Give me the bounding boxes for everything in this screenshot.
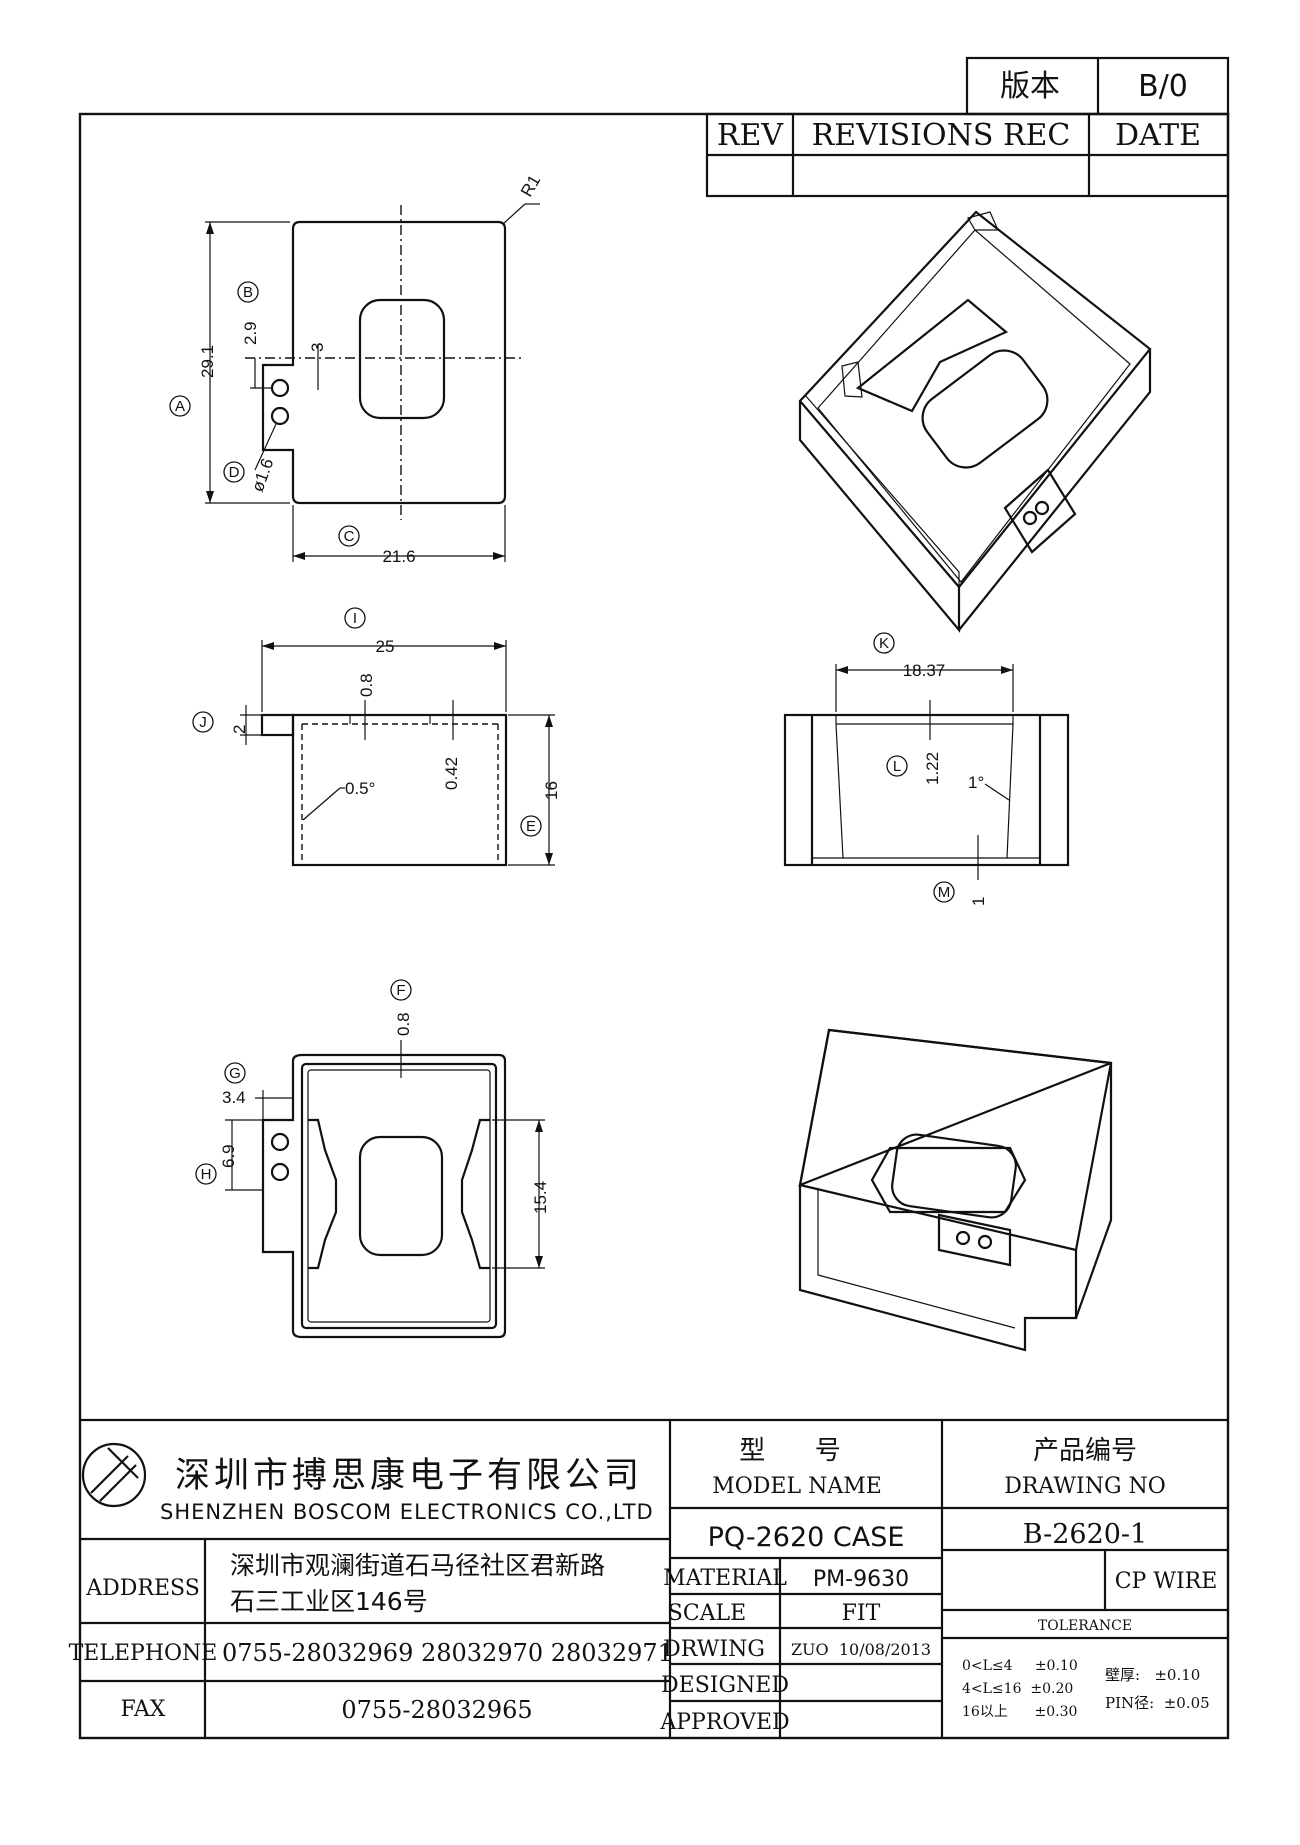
designed-label: DESIGNED	[661, 1673, 789, 1698]
bottom-view: 0.8 3.4 6.9 15.4 F G H	[195, 979, 550, 1339]
drawing-no-en: DRAWING NO	[1004, 1474, 1166, 1499]
drawing-no-cn: 产品编号	[1033, 1436, 1137, 1466]
title-block: 深圳市搏思康电子有限公司 SHENZHEN BOSCOM ELECTRONICS…	[69, 1418, 1228, 1738]
bottom-view-outline	[261, 1053, 507, 1339]
dim-bottom-wall: 0.8	[394, 1012, 413, 1036]
date-label: DATE	[1115, 118, 1201, 153]
rev-label: REV	[717, 118, 784, 153]
drawing-frame	[78, 112, 1230, 1740]
top-view-outline	[261, 220, 507, 505]
marker-k: K	[879, 635, 889, 652]
dim-front-height: 16	[542, 781, 561, 800]
version-value: B/0	[1138, 69, 1188, 104]
telephone-value: 0755-28032969 28032970 28032971	[222, 1639, 673, 1667]
marker-e: E	[526, 818, 536, 835]
version-label: 版本	[1000, 69, 1060, 104]
marker-d: D	[229, 464, 240, 481]
dim-draft: 0.5°	[345, 779, 375, 798]
version-box: 版本 B/0	[965, 56, 1230, 116]
material-label: MATERIAL	[663, 1566, 787, 1591]
dim-inner: 0.42	[442, 757, 461, 790]
marker-i: I	[353, 610, 357, 627]
address-line-1: 深圳市观澜街道石马径社区君新路	[230, 1551, 605, 1580]
wall-tolerance: 壁厚: ±0.10	[1105, 1666, 1200, 1684]
bottom-view-window	[358, 1135, 444, 1257]
scale-value: FIT	[842, 1601, 881, 1626]
drawing-no-value: B-2620-1	[1023, 1519, 1147, 1550]
pin-tolerance: PIN径: ±0.05	[1105, 1694, 1210, 1712]
marker-l: L	[893, 758, 901, 775]
model-value: PQ-2620 CASE	[708, 1522, 905, 1553]
marker-h: H	[201, 1166, 212, 1183]
marker-a: A	[175, 398, 185, 415]
dim-width: 21.6	[382, 547, 415, 566]
dim-height: 29.1	[198, 345, 217, 378]
dim-top-wall: 0.8	[357, 673, 376, 697]
dim-radius: R1	[517, 172, 544, 200]
top-view: R1 29.1 2.9 3 ø1.6 21.6 B A D C	[169, 172, 544, 566]
dim-flange: 2	[230, 725, 249, 734]
cp-wire: CP WIRE	[1115, 1569, 1218, 1594]
tolerance-row-2: 4<L≤16 ±0.20	[962, 1681, 1073, 1697]
fax-label: FAX	[121, 1697, 166, 1722]
marker-g: G	[229, 1065, 241, 1082]
dim-hole: ø1.6	[248, 456, 277, 494]
top-view-window	[358, 298, 446, 420]
marker-j: J	[199, 714, 207, 731]
side-view-outline	[783, 713, 1070, 867]
iso-top-window	[891, 1133, 1017, 1219]
fax-value: 0755-28032965	[341, 1696, 532, 1724]
dim-tab-width: 6.9	[219, 1144, 238, 1168]
front-view-outline	[291, 713, 508, 867]
dim-step: 1.22	[923, 752, 942, 785]
marker-m: M	[938, 884, 951, 901]
address-line-2: 石三工业区146号	[230, 1587, 428, 1616]
approved-label: APPROVED	[659, 1710, 789, 1735]
drwing-value: ZUO 10/08/2013	[791, 1640, 931, 1659]
tolerance-row-3: 16以上 ±0.30	[962, 1704, 1077, 1720]
tolerance-row-1: 0<L≤4 ±0.10	[962, 1658, 1078, 1674]
dim-inner-length: 15.4	[531, 1181, 550, 1214]
pin-hole-2	[270, 406, 290, 426]
company-name-en: SHENZHEN BOSCOM ELECTRONICS CO.,LTD	[160, 1500, 654, 1524]
front-view: 25 0.8 2 0.42 0.5° 16 I J E	[192, 607, 561, 867]
dim-front-width: 25	[376, 637, 395, 656]
iso-view-closed	[797, 1028, 1113, 1352]
revision-table: REV REVISIONS REC DATE	[705, 112, 1230, 198]
dim-side-draft: 1°	[968, 773, 984, 792]
pin-hole-1	[270, 378, 290, 398]
company-logo-icon	[81, 1442, 147, 1508]
side-view: 18.37 1.22 1° 1 K L M	[783, 632, 1070, 906]
dim-side-width: 18.37	[903, 661, 946, 680]
model-name-en: MODEL NAME	[712, 1474, 882, 1499]
marker-b: B	[243, 284, 253, 301]
marker-f: F	[396, 982, 405, 999]
marker-c: C	[344, 528, 355, 545]
iso-view-open	[798, 210, 1152, 634]
revisions-label: REVISIONS REC	[812, 118, 1071, 153]
address-label: ADDRESS	[85, 1576, 200, 1601]
dim-pitch: 2.9	[241, 321, 260, 345]
telephone-label: TELEPHONE	[69, 1641, 218, 1666]
scale-label: SCALE	[668, 1601, 746, 1626]
drwing-label: DRWING	[663, 1637, 765, 1662]
company-name-cn: 深圳市搏思康电子有限公司	[175, 1456, 643, 1496]
dim-offset: 3	[308, 343, 327, 352]
iso-window	[921, 349, 1049, 469]
model-name-cn: 型 号	[739, 1436, 841, 1466]
tolerance-label: TOLERANCE	[1038, 1618, 1132, 1634]
dim-tab-depth: 3.4	[222, 1088, 246, 1107]
dim-base: 1	[969, 897, 988, 906]
material-value: PM-9630	[813, 1567, 909, 1592]
